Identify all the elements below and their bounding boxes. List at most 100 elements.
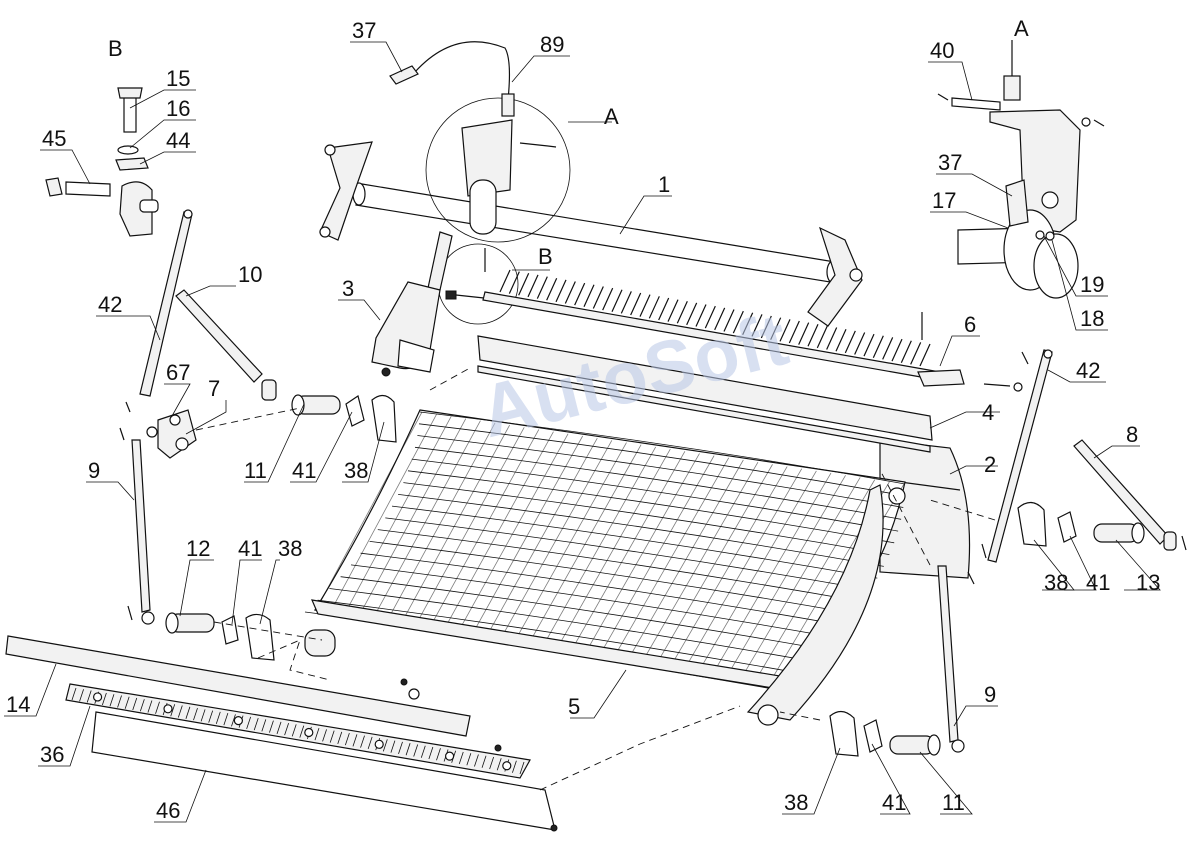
washer-41-lower [221, 615, 239, 645]
callout-37: 37 [352, 18, 376, 43]
rasp-tooth [519, 761, 525, 775]
rasp-tooth [261, 719, 267, 732]
leader-16 [129, 119, 196, 149]
grate-wire [499, 440, 613, 641]
rasp-tooth [231, 714, 236, 727]
comb-finger [742, 312, 754, 336]
grate-wire [386, 422, 496, 623]
plate-44 [115, 157, 149, 171]
leader-15 [129, 89, 196, 109]
grate-wire [569, 451, 686, 653]
callout-45: 45 [42, 126, 66, 151]
callout-13: 13 [1136, 570, 1160, 595]
comb-finger [630, 292, 642, 316]
leader-42a [96, 315, 161, 341]
callout-15: 15 [166, 66, 190, 91]
rasp-tooth [269, 720, 274, 733]
rasp-tooth [109, 694, 115, 707]
rasp-tooth [253, 717, 259, 731]
leader-41b [231, 559, 262, 625]
comb-finger [602, 287, 614, 311]
link-rod-9-left [131, 439, 151, 613]
rasp-tooth [71, 687, 77, 701]
rasp-tooth [413, 744, 419, 757]
leader-3 [338, 299, 381, 321]
callout-1: 1 [658, 172, 670, 197]
link-10-end [261, 379, 277, 401]
cotter-pin [1181, 535, 1187, 551]
hub-a-back [1033, 233, 1079, 299]
comb-finger [770, 317, 782, 340]
lever-clamp [461, 119, 513, 197]
bolt-46 [550, 824, 558, 832]
callout-4: 4 [982, 400, 994, 425]
grate-wire [329, 413, 437, 613]
callout-37b: 37 [938, 150, 962, 175]
rasp-tooth [132, 697, 138, 711]
rasp-tooth [512, 760, 517, 773]
cotter-pin [127, 605, 133, 621]
grate-row [317, 599, 795, 673]
grate-wire [682, 468, 803, 672]
assembly-line [779, 711, 821, 721]
rasp-tooth [177, 705, 183, 718]
comb-finger [508, 271, 520, 294]
callout-a-letter: A [604, 104, 619, 129]
grate-row [369, 541, 853, 614]
leader-89 [511, 55, 570, 83]
leader-2 [949, 465, 998, 475]
rasp-hole [163, 704, 173, 714]
rasp-tooth [466, 753, 472, 766]
leader-17 [930, 211, 1009, 229]
callout-7: 7 [208, 376, 220, 401]
plate-38-right [1017, 501, 1047, 547]
comb-finger [574, 282, 586, 306]
comb-fingers [499, 269, 931, 367]
assembly-line [213, 621, 323, 641]
comb-finger [620, 291, 632, 314]
leader-5 [570, 669, 627, 719]
grate-wire [414, 427, 525, 627]
pin-b [455, 294, 485, 299]
grate-wire [696, 470, 817, 675]
grate-row [419, 411, 906, 485]
rasp-tooth [147, 700, 153, 713]
rasp-tooth [101, 692, 107, 706]
detail-view-a [937, 40, 1105, 299]
rasp-tooth [79, 689, 84, 702]
comb-finger [518, 273, 530, 296]
leader-40 [928, 61, 973, 101]
plate-38 [371, 394, 397, 443]
rasp-tooth [481, 755, 487, 768]
grate-row [403, 482, 890, 555]
comb-finger [863, 333, 875, 357]
grate-wire [358, 418, 467, 618]
rasp-tooth [344, 733, 350, 746]
leader-41c [1064, 535, 1097, 591]
cotter-pin [119, 427, 125, 441]
comb-finger [686, 302, 698, 326]
grate-wire [428, 429, 540, 630]
rasp-tooth [428, 746, 434, 760]
comb-finger [891, 338, 903, 362]
leader-44 [139, 151, 196, 165]
nut-b [445, 290, 457, 300]
cotter-pin-a2 [1093, 119, 1105, 127]
bolt-36 [494, 744, 502, 752]
comb-finger [658, 297, 670, 321]
comb-finger [732, 310, 744, 334]
callout-36: 36 [40, 742, 64, 767]
callout-12: 12 [186, 536, 210, 561]
callout-41b: 41 [238, 536, 262, 561]
comb-finger [583, 284, 595, 308]
callout-41: 41 [292, 458, 316, 483]
leader-41d [871, 743, 911, 815]
grate-row [417, 435, 904, 508]
rasp-tooth [337, 731, 343, 745]
grate-wire [541, 446, 657, 649]
grate-wire [372, 420, 481, 620]
pin-40 [951, 97, 1001, 111]
comb-finger [695, 304, 707, 327]
grate-wire [470, 435, 584, 637]
grate-wire [485, 437, 598, 639]
